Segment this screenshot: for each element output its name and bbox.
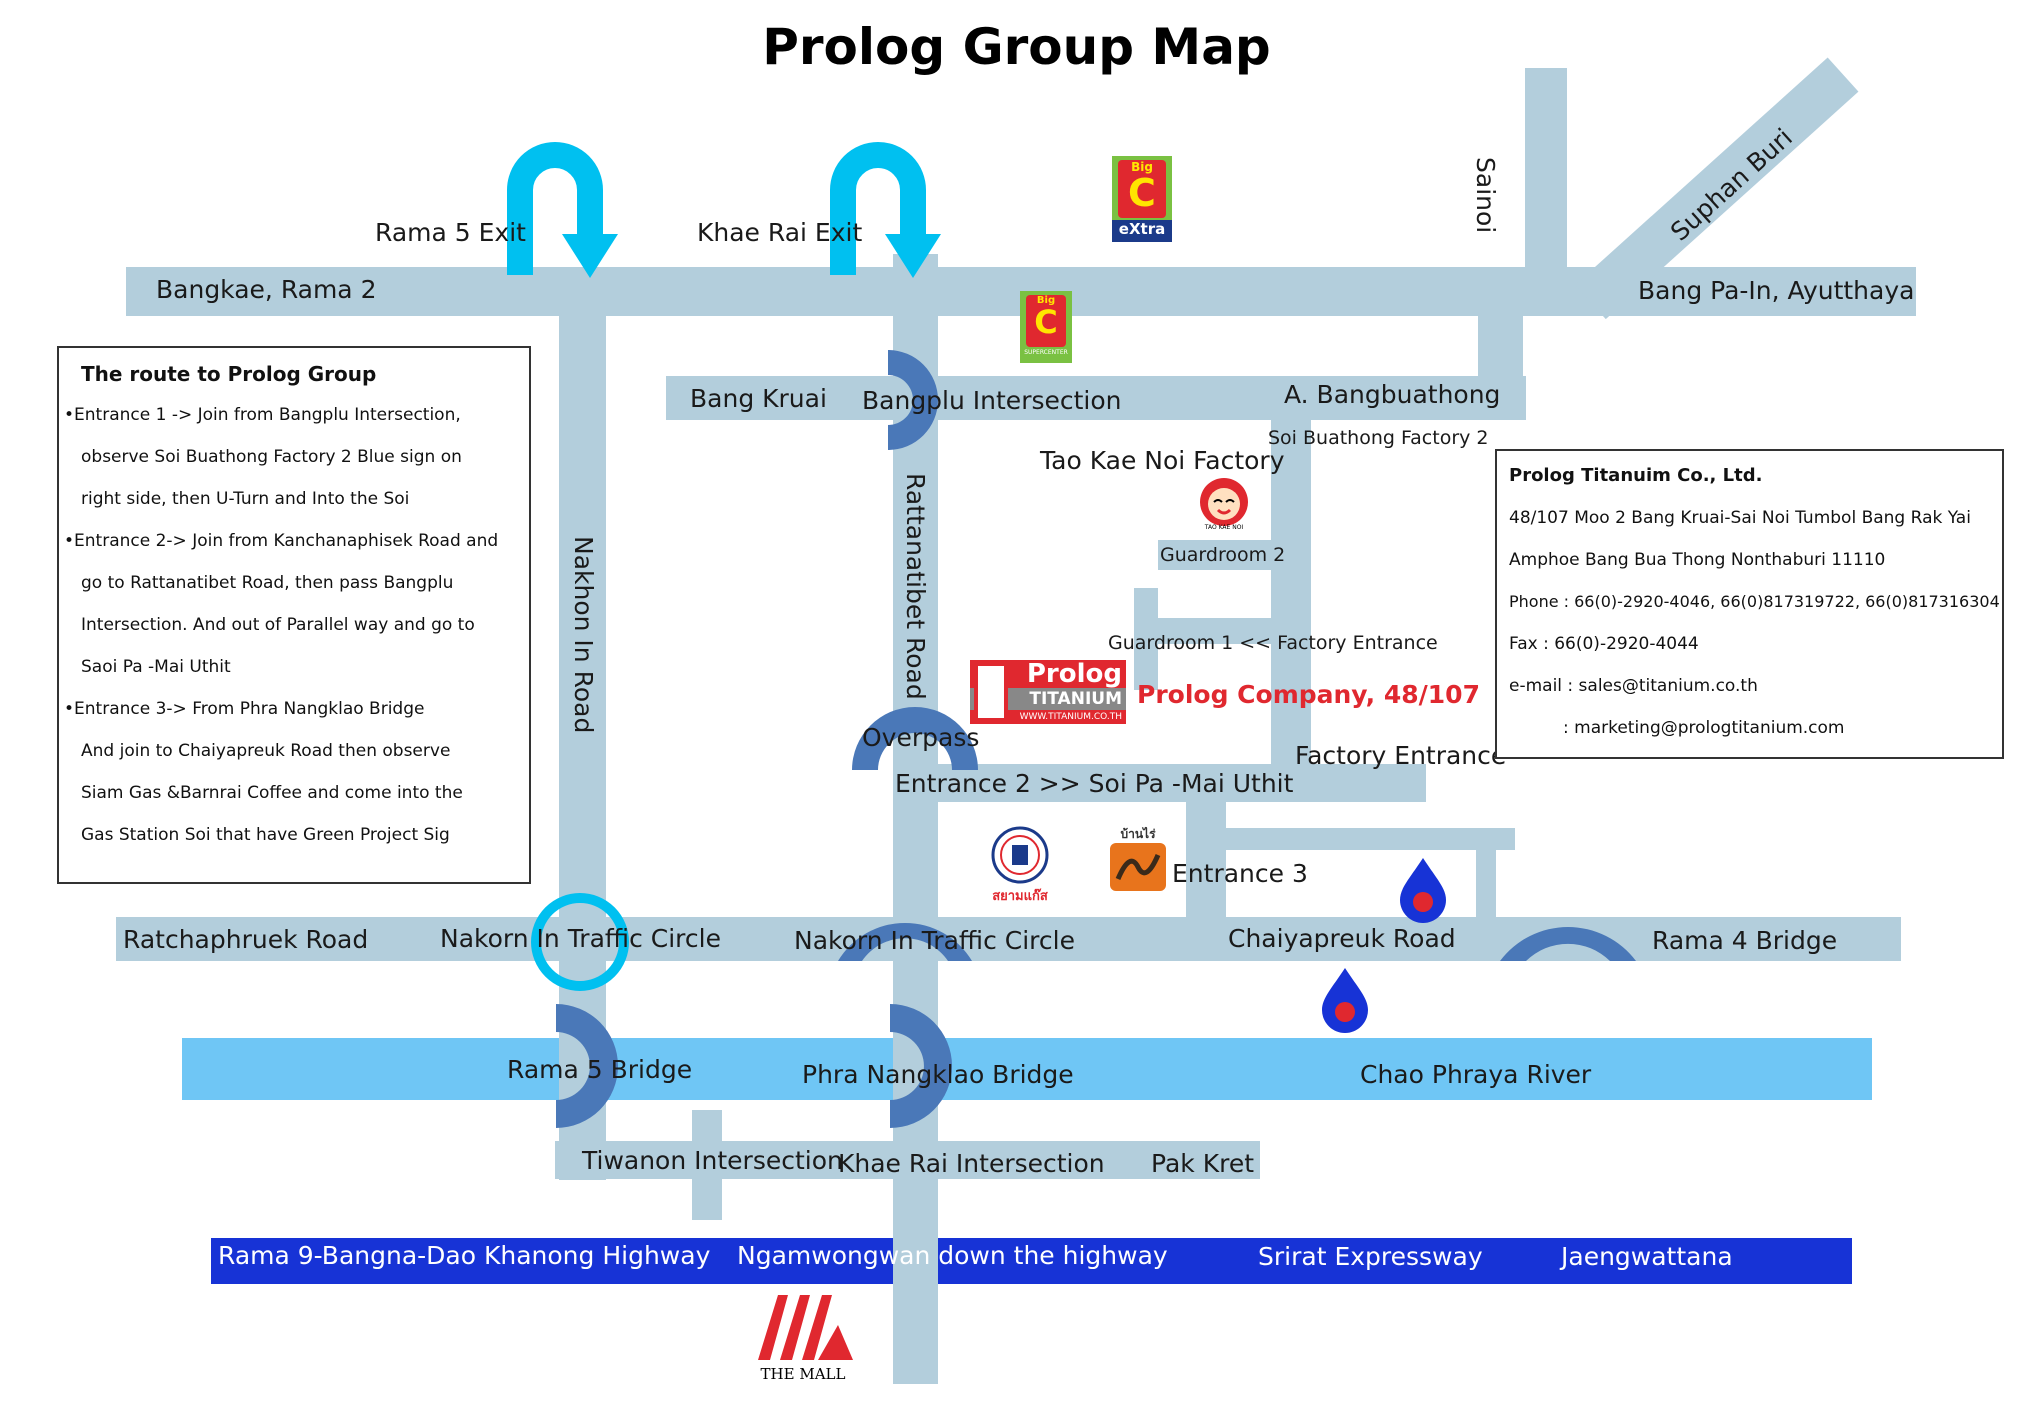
- chaiyapreuk-label: Chaiyapreuk Road: [1228, 924, 1456, 953]
- prolog-company-label: Prolog Company, 48/107: [1137, 680, 1480, 709]
- route-line: right side, then U-Turn and Into the Soi: [81, 489, 410, 509]
- rama5-bridge-label: Rama 5 Bridge: [507, 1055, 693, 1084]
- bigc-extra-logo: Big C eXtra: [1112, 156, 1172, 242]
- route-box: The route to Prolog Group •Entrance 1 ->…: [57, 346, 531, 884]
- pak-kret-label: Pak Kret: [1151, 1149, 1255, 1178]
- highway-bar: [211, 1238, 1852, 1284]
- nakorn-circle-label-2: Nakorn In Traffic Circle: [794, 926, 1075, 955]
- khae-rai-exit-label: Khae Rai Exit: [697, 218, 863, 247]
- entrance3-horizontal: [1210, 828, 1515, 850]
- route-line: Gas Station Soi that have Green Project …: [81, 825, 450, 845]
- company-address-1: 48/107 Moo 2 Bang Kruai-Sai Noi Tumbol B…: [1509, 508, 1971, 528]
- route-box-title: The route to Prolog Group: [81, 362, 377, 386]
- highway-label-srirat: Srirat Expressway: [1258, 1242, 1483, 1271]
- sainoi-road: [1525, 68, 1567, 278]
- tiwanon-cross: [692, 1110, 722, 1220]
- highway-label-rama9: Rama 9-Bangna-Dao Khanong Highway: [218, 1241, 711, 1270]
- company-info-box: Prolog Titanuim Co., Ltd. 48/107 Moo 2 B…: [1495, 449, 2004, 759]
- rama4-bridge-arc: [1500, 927, 1636, 961]
- entrance3-label: Entrance 3: [1172, 859, 1308, 888]
- route-line: Intersection. And out of Parallel way an…: [81, 615, 475, 635]
- route-line: Saoi Pa -Mai Uthit: [81, 657, 231, 677]
- phra-nangklao-arc: [890, 1004, 952, 1128]
- chao-phraya-label: Chao Phraya River: [1360, 1060, 1592, 1089]
- barnrai-coffee-logo: บ้านไร่กาแฟ: [1106, 825, 1170, 905]
- guardroom1-label: Guardroom 1 << Factory Entrance: [1108, 632, 1438, 654]
- route-line: •Entrance 3-> From Phra Nangklao Bridge: [64, 699, 425, 719]
- bang-pa-in-label: Bang Pa-In, Ayutthaya: [1638, 276, 1915, 305]
- ratchaphruek-label: Ratchaphruek Road: [123, 925, 369, 954]
- tao-kae-noi-label: Tao Kae Noi Factory: [1040, 446, 1285, 475]
- nakhon-in-road-label: Nakhon In Road: [569, 536, 598, 734]
- tao-kae-noi-logo: TAO KAE NOI: [1196, 476, 1252, 532]
- guardroom2-label: Guardroom 2: [1160, 544, 1286, 566]
- siam-gas-logo: สยามแก๊ส: [990, 825, 1050, 905]
- bang-kruai-label: Bang Kruai: [690, 384, 827, 413]
- gas-station-icon-1: [1400, 858, 1446, 923]
- route-line: •Entrance 2-> Join from Kanchanaphisek R…: [64, 531, 499, 551]
- tiwanon-label: Tiwanon Intersection: [582, 1146, 843, 1175]
- route-line: Siam Gas &Barnrai Coffee and come into t…: [81, 783, 463, 803]
- rama5-bridge-arc: [556, 1004, 618, 1128]
- entrance3-right: [1476, 845, 1496, 920]
- bigc-supercenter-logo: Big C SUPERCENTER: [1020, 291, 1072, 363]
- sainoi-label: Sainoi: [1471, 157, 1500, 234]
- bangkae-label: Bangkae, Rama 2: [156, 275, 377, 304]
- rama4-bridge-label: Rama 4 Bridge: [1652, 926, 1838, 955]
- a-bangbuathong-label: A. Bangbuathong: [1284, 380, 1501, 409]
- route-line: go to Rattanatibet Road, then pass Bangp…: [81, 573, 454, 593]
- route-line: •Entrance 1 -> Join from Bangplu Interse…: [64, 405, 461, 425]
- company-email-1[interactable]: e-mail : sales@titanium.co.th: [1509, 676, 1758, 696]
- company-fax: Fax : 66(0)-2920-4044: [1509, 634, 1699, 654]
- guardroom1-horizontal: [1134, 618, 1284, 644]
- phra-nangklao-label: Phra Nangklao Bridge: [802, 1060, 1074, 1089]
- highway-label-ngamwongwan: Ngamwongwan down the highway: [737, 1241, 1168, 1270]
- bangbuathong-connector: [1478, 300, 1523, 390]
- nakorn-circle-arc: [838, 922, 972, 961]
- rattanatibet-road-label: Rattanatibet Road: [901, 473, 930, 700]
- company-name: Prolog Titanuim Co., Ltd.: [1509, 465, 1763, 486]
- gas-station-icon-2: [1322, 968, 1368, 1033]
- route-line: And join to Chaiyapreuk Road then observ…: [81, 741, 451, 761]
- company-address-2: Amphoe Bang Bua Thong Nonthaburi 11110: [1509, 550, 1886, 570]
- prolog-titanium-logo: Prolog TITANIUM WWW.TITANIUM.CO.TH: [970, 660, 1126, 728]
- highway-label-jaengwattana: Jaengwattana: [1561, 1242, 1733, 1271]
- bangplu-intersection-label: Bangplu Intersection: [862, 386, 1122, 415]
- overpass-label: Overpass: [862, 723, 980, 752]
- nakorn-traffic-circle: [531, 893, 629, 991]
- bang-kruai-road: [666, 376, 1526, 420]
- soi-buathong-road: [1271, 410, 1311, 800]
- the-mall-logo: THE MALL: [748, 1285, 858, 1385]
- company-email-2[interactable]: : marketing@prologtitanium.com: [1563, 718, 1845, 738]
- overpass-arc: [852, 707, 978, 770]
- entrance2-label: Entrance 2 >> Soi Pa -Mai Uthit: [895, 769, 1294, 798]
- rama5-exit-label: Rama 5 Exit: [375, 218, 526, 247]
- entrance2-road: [893, 764, 1426, 802]
- khaerai-uturn-icon: [830, 142, 926, 275]
- company-phone: Phone : 66(0)-2920-4046, 66(0)817319722,…: [1509, 592, 2000, 611]
- page-title: Prolog Group Map: [762, 18, 1271, 76]
- chao-phraya-river: [182, 1038, 1872, 1100]
- factory-entrance-label: Factory Entrance: [1295, 741, 1507, 770]
- rama5-uturn-icon: [507, 142, 603, 275]
- entrance3-vertical: [1186, 800, 1226, 920]
- khae-rai-intersection-label: Khae Rai Intersection: [838, 1149, 1105, 1178]
- nakorn-circle-label-1: Nakorn In Traffic Circle: [440, 924, 721, 953]
- route-line: observe Soi Buathong Factory 2 Blue sign…: [81, 447, 462, 467]
- bangplu-arc: [888, 350, 938, 450]
- guardroom2-stub: [1158, 540, 1283, 570]
- soi-buathong-label: Soi Buathong Factory 2: [1268, 427, 1489, 449]
- tiwanon-road: [555, 1141, 1260, 1179]
